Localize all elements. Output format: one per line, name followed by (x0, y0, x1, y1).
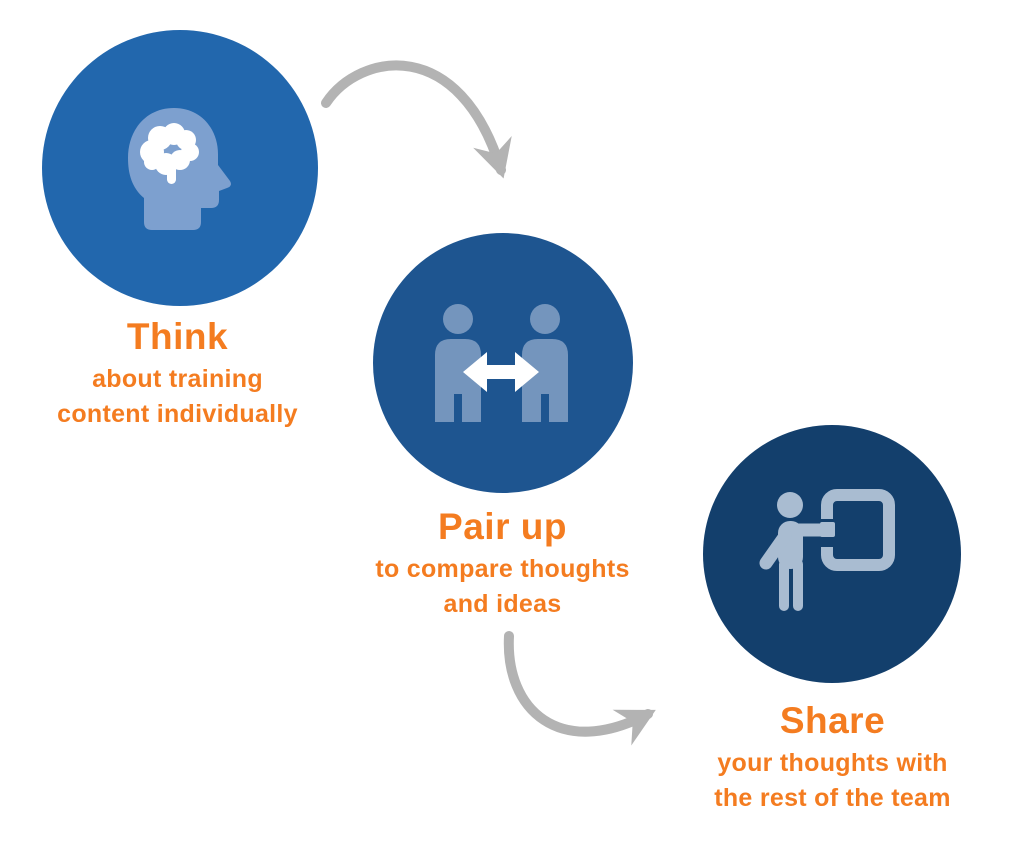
pair-up-circle (373, 233, 633, 493)
brain-glyph (140, 123, 199, 184)
board-glyph (821, 489, 895, 571)
double-arrow-glyph (463, 352, 539, 392)
think-description: about training content individually (57, 365, 298, 428)
presenter-board-icon (759, 489, 895, 611)
person-right-glyph (522, 304, 568, 422)
person-left-glyph (435, 304, 481, 422)
share-label: Share your thoughts with the rest of the… (650, 700, 1015, 816)
pair-up-label: Pair up to compare thoughts and ideas (325, 506, 680, 622)
arrow-think-to-pair (321, 60, 512, 179)
pair-up-description: to compare thoughts and ideas (375, 555, 630, 618)
share-circle (703, 425, 961, 683)
think-heading: Think (126, 316, 229, 357)
arrow-pair-to-share (503, 631, 656, 746)
share-heading: Share (779, 700, 886, 741)
think-label: Think about training content individuall… (10, 316, 345, 432)
pair-people-icon (435, 304, 568, 422)
pair-up-heading: Pair up (438, 506, 567, 547)
share-description: your thoughts with the rest of the team (714, 749, 951, 812)
head-brain-icon (128, 108, 231, 230)
presenter-glyph (759, 492, 830, 611)
think-circle (42, 30, 318, 306)
